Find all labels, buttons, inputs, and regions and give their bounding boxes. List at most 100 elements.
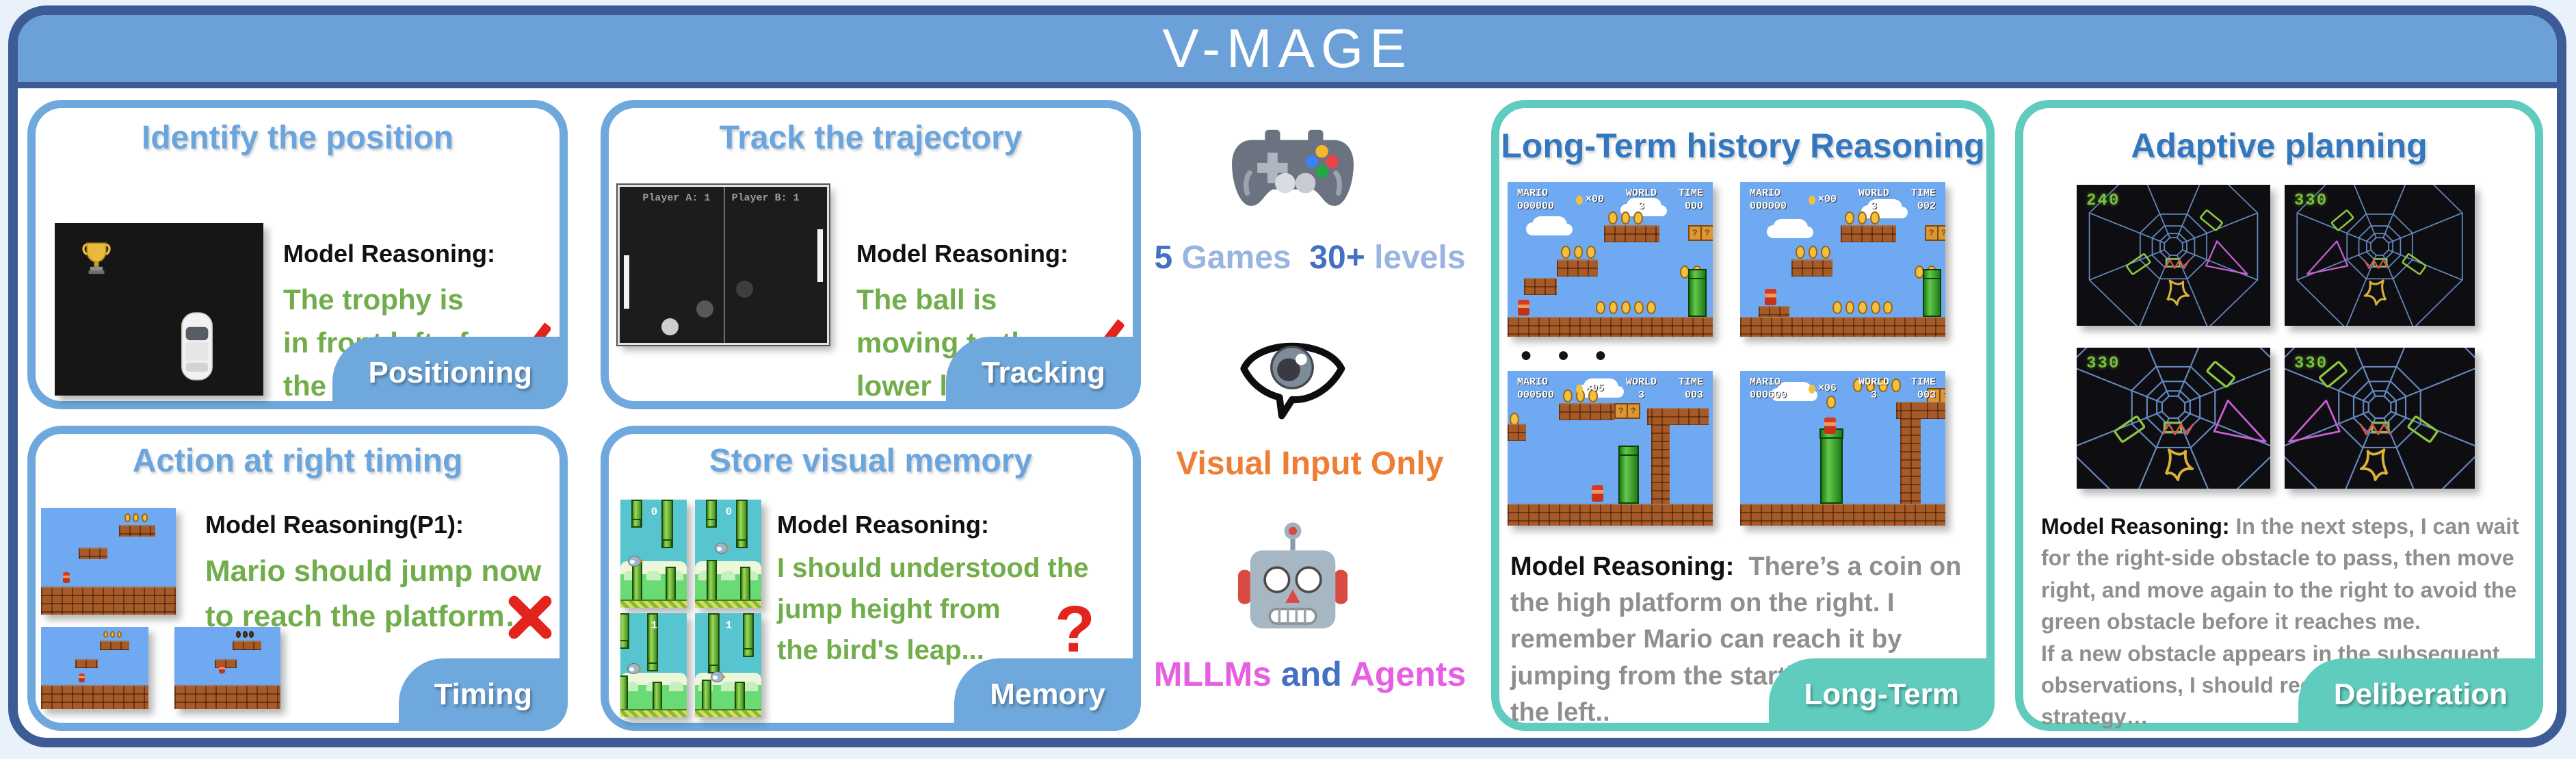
pipe-sprite — [735, 682, 745, 711]
coin-sprite — [1821, 245, 1830, 259]
reasoning-label: Model Reasoning(P1): — [205, 511, 464, 539]
question-block: ? — [1700, 225, 1713, 241]
coin-sprite — [1878, 378, 1888, 392]
ground-bricks — [1740, 504, 1945, 526]
brick-platform — [119, 524, 156, 537]
coin-sprite — [1845, 211, 1854, 225]
status-badge: Memory — [954, 658, 1141, 731]
robot-icon — [1237, 522, 1348, 629]
coin-sprite — [124, 513, 131, 523]
reasoning-label: Model Reasoning: — [777, 511, 990, 539]
brick-platform — [214, 658, 237, 668]
trophy-icon — [82, 242, 111, 274]
status-badge: Positioning — [332, 337, 568, 409]
panel-heading: Long-Term history Reasoning — [1501, 127, 1985, 165]
page-title: V-MAGE — [1162, 18, 1412, 79]
reasoning-paragraph: Model Reasoning: There’s a coin on the h… — [1510, 552, 1962, 727]
ground-bricks — [41, 587, 176, 615]
ground-bricks — [1740, 316, 1945, 337]
cloud-sprite — [1773, 219, 1808, 237]
brick-platform — [1557, 259, 1598, 276]
flappy-bird-sprite — [711, 671, 726, 683]
panel-timing: Action at right timing Model Reasoning(P… — [27, 426, 568, 731]
cross-mark-icon — [502, 590, 557, 645]
coin-sprite — [1883, 301, 1893, 315]
pipe-sprite — [1922, 268, 1942, 317]
tempest-game-screenshot: 330 — [2285, 185, 2475, 326]
coin-sprite — [1608, 211, 1618, 225]
brick-platform — [1841, 225, 1896, 243]
games-levels-stat: 5 Games 30+ levels — [1154, 240, 1466, 276]
pong-game-screenshot: Player A: 1 Player B: 1 — [616, 183, 830, 346]
coin-sprite — [1573, 245, 1583, 259]
mario-sprite — [62, 571, 70, 583]
status-badge: Timing — [398, 658, 568, 731]
question-block: ? — [1614, 403, 1628, 420]
coin-sprite — [1845, 301, 1855, 315]
coin-sprite — [103, 631, 109, 639]
panel-memory: Store visual memory 0 0 1 1 Model Reason… — [601, 426, 1141, 731]
mario-sprite — [219, 665, 225, 673]
pong-right-paddle — [817, 229, 823, 283]
panel-heading: Identify the position — [142, 120, 454, 156]
coin-sprite — [141, 513, 148, 523]
pipe-sprite — [701, 680, 712, 711]
game-score: 0 — [725, 506, 733, 519]
reasoning-label: Model Reasoning: — [283, 240, 496, 268]
coin-sprite — [1870, 211, 1880, 225]
brick-column — [1900, 402, 1921, 504]
coin-sprite — [1633, 301, 1644, 315]
pipe-sprite — [661, 500, 673, 549]
racing-game-screenshot — [55, 223, 263, 396]
panel-heading: Track the trajectory — [719, 120, 1023, 156]
panel-adaptive: Adaptive planning 240 330 330 330 Model … — [2015, 100, 2543, 731]
status-badge: Long-Term — [1768, 658, 1995, 731]
reasoning-text: I should understood the jump height from… — [777, 553, 1089, 665]
panel-heading: Adaptive planning — [2131, 127, 2428, 165]
coin-sprite — [1857, 211, 1867, 225]
coin-sprite — [1891, 378, 1901, 392]
brick-platform — [100, 641, 129, 650]
flappybird-screenshot: 1 — [620, 613, 687, 717]
coin-sprite — [1808, 245, 1818, 259]
question-block: ? — [1937, 225, 1945, 241]
reasoning-label: Model Reasoning: — [2041, 514, 2230, 539]
mllms-agents-label: MLLMs and Agents — [1153, 655, 1467, 693]
coin-sprite — [1646, 301, 1657, 315]
question-mark-icon: ? — [1055, 593, 1095, 666]
coin-sprite — [109, 631, 115, 639]
mario-sprite — [1592, 485, 1603, 502]
coin-sprite — [242, 631, 248, 639]
coin-icon — [1575, 385, 1583, 394]
coin-sprite — [235, 631, 241, 639]
coin-sprite — [1586, 245, 1596, 259]
mario-sprite — [1765, 288, 1776, 305]
coin-icon — [1575, 196, 1583, 205]
flappy-bird-sprite — [627, 556, 643, 567]
coin-icon — [1808, 385, 1815, 394]
coin-sprite — [1853, 378, 1863, 392]
pong-centerline — [723, 187, 725, 343]
game-score: 330 — [2294, 192, 2328, 211]
pipe-sprite — [736, 500, 748, 549]
pipe-sprite — [646, 613, 659, 672]
coin-sprite — [1608, 301, 1618, 315]
flappybird-screenshot: 0 — [620, 500, 687, 608]
visual-input-label: Visual Input Only — [1176, 446, 1444, 482]
coin-sprite — [1596, 301, 1605, 315]
pipe-sprite — [742, 613, 754, 657]
game-score: 1 — [725, 619, 733, 632]
reasoning-label: Model Reasoning: — [1510, 552, 1735, 581]
pipe-sprite — [620, 676, 628, 711]
mario-sprite — [1824, 417, 1836, 434]
coin-sprite — [1621, 301, 1631, 315]
coin-sprite — [1561, 245, 1570, 259]
mario-game-screenshot — [41, 627, 148, 709]
